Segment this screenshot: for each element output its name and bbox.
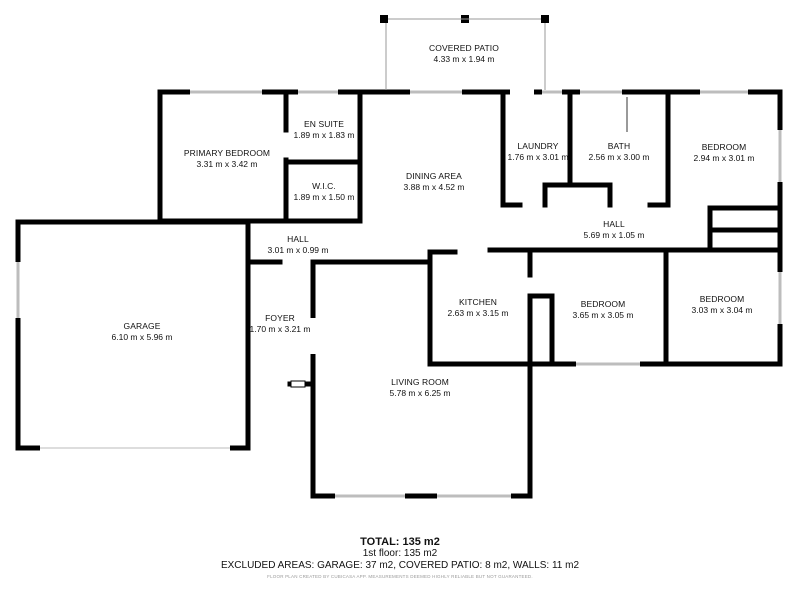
- room-label-dining-area: DINING AREA: [406, 171, 462, 181]
- windows: [15, 89, 783, 499]
- room-dimensions-kitchen: 2.63 m x 3.15 m: [447, 308, 509, 318]
- patio-outline: [385, 18, 546, 90]
- disclaimer-text: FLOOR PLAN CREATED BY CUBICASA APP. MEAS…: [267, 574, 533, 579]
- total-area: TOTAL: 135 m2: [360, 536, 440, 548]
- room-label-bedroom-mid: BEDROOM: [580, 299, 626, 309]
- room-label-foyer: FOYER: [265, 313, 295, 323]
- room-dimensions-en-suite: 1.89 m x 1.83 m: [293, 130, 355, 140]
- wall-bath-closet: [542, 182, 613, 208]
- excluded-areas: EXCLUDED AREAS: GARAGE: 37 m2, COVERED P…: [220, 560, 580, 571]
- room-dimensions-foyer: 1.70 m x 3.21 m: [249, 324, 311, 334]
- room-label-living-room: LIVING ROOM: [391, 377, 449, 387]
- window: [777, 130, 783, 182]
- room-label-laundry: LAUNDRY: [517, 141, 559, 151]
- area-summary: TOTAL: 135 m2 1st floor: 135 m2 EXCLUDED…: [0, 536, 800, 580]
- walls: [15, 15, 783, 499]
- room-label-hall-west: HALL: [287, 234, 309, 244]
- room-dimensions-wic: 1.89 m x 1.50 m: [293, 192, 355, 202]
- room-dimensions-laundry: 1.76 m x 3.01 m: [507, 152, 569, 162]
- room-label-garage: GARAGE: [123, 321, 161, 331]
- wall-stub: [527, 293, 555, 363]
- window: [576, 361, 640, 367]
- room-dimensions-bath: 2.56 m x 3.00 m: [588, 152, 650, 162]
- window: [335, 493, 405, 499]
- window: [190, 89, 262, 95]
- room-label-kitchen: KITCHEN: [458, 297, 498, 307]
- window: [290, 380, 306, 388]
- window: [510, 89, 534, 95]
- room-label-bath: BATH: [607, 141, 631, 151]
- room-dimensions-hall-west: 3.01 m x 0.99 m: [267, 245, 329, 255]
- room-dimensions-bedroom-mid: 3.65 m x 3.05 m: [572, 310, 634, 320]
- wall-living: [310, 259, 533, 499]
- room-label-bedroom-ne: BEDROOM: [701, 142, 747, 152]
- room-label-primary-bedroom: PRIMARY BEDROOM: [183, 148, 271, 158]
- window: [40, 445, 230, 451]
- room-dimensions-bedroom-se: 3.03 m x 3.04 m: [691, 305, 753, 315]
- room-dimensions-hall-east: 5.69 m x 1.05 m: [583, 230, 645, 240]
- wall-kitchen: [427, 249, 533, 367]
- room-label-wic: W.I.C.: [312, 181, 336, 191]
- room-dimensions-garage: 6.10 m x 5.96 m: [111, 332, 173, 342]
- window: [310, 318, 316, 354]
- room-dimensions-dining-area: 3.88 m x 4.52 m: [403, 182, 465, 192]
- window: [15, 262, 21, 318]
- window: [700, 89, 748, 95]
- room-label-covered-patio: COVERED PATIO: [429, 43, 499, 53]
- room-dimensions-primary-bedroom: 3.31 m x 3.42 m: [196, 159, 258, 169]
- room-dimensions-covered-patio: 4.33 m x 1.94 m: [433, 54, 495, 64]
- window: [410, 89, 462, 95]
- window: [777, 272, 783, 324]
- floor-area: 1st floor: 135 m2: [362, 548, 438, 559]
- window: [580, 89, 622, 95]
- patio-post: [380, 15, 388, 23]
- room-label-hall-east: HALL: [603, 219, 625, 229]
- room-dimensions-bedroom-ne: 2.94 m x 3.01 m: [693, 153, 755, 163]
- window: [437, 493, 511, 499]
- window: [542, 89, 562, 95]
- window: [298, 89, 338, 95]
- room-label-bedroom-se: BEDROOM: [699, 294, 745, 304]
- room-label-en-suite: EN SUITE: [303, 119, 345, 129]
- patio-post: [541, 15, 549, 23]
- room-dimensions-living-room: 5.78 m x 6.25 m: [389, 388, 451, 398]
